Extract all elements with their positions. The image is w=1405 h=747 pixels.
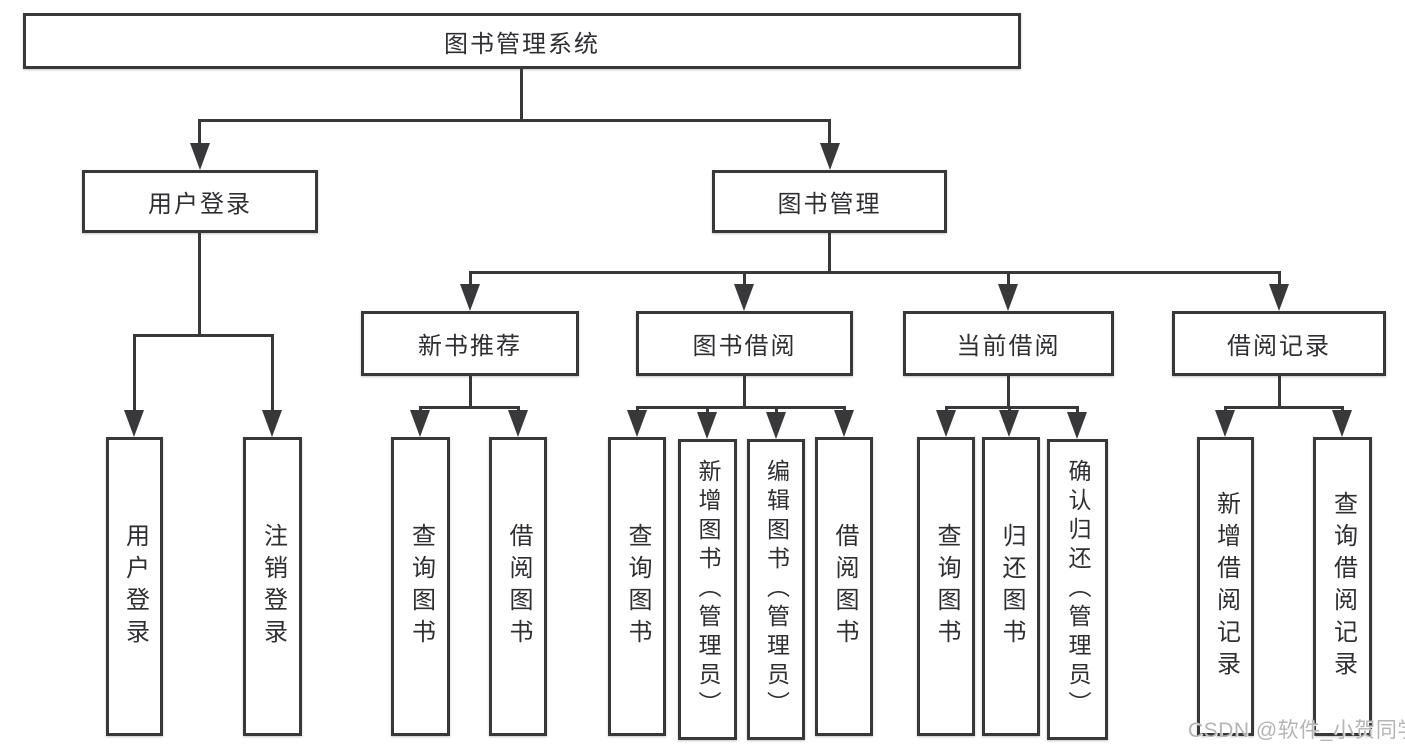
leaf-add-borrow-record-label: 新增借阅记录 [1212,490,1240,683]
node-user-login: 用户登录 [82,170,318,233]
arrowhead-leaf-add-borrow-record [1215,410,1235,437]
node-new-book-recommendation-label: 新书推荐 [418,333,522,360]
connector-current-drop [1007,376,1010,408]
arrowhead-leaf-query-books-current [936,410,956,437]
connector-stem [1076,406,1079,417]
arrowhead-leaf-logout [262,410,282,437]
leaf-edit-book-admin-label: 编辑图书（管理员） [763,459,790,720]
leaf-add-book-admin-label: 新增图书（管理员） [695,459,721,720]
leaf-query-books-current: 查询图书 [917,437,975,736]
connector-current-rail [945,406,1079,409]
connector-stem-book-management [828,119,831,147]
connector-root-drop [520,68,523,122]
node-book-management-label: 图书管理 [777,191,882,218]
connector-stem [775,406,778,417]
arrowhead-user-login [190,143,210,170]
node-borrowing-records-label: 借阅记录 [1227,333,1331,360]
leaf-confirm-return-admin: 确认归还（管理员） [1047,439,1108,740]
node-new-book-recommendation: 新书推荐 [361,311,579,376]
leaf-borrow-books-recommend-label: 借阅图书 [505,522,532,651]
arrowhead-leaf-user-login [124,410,144,437]
leaf-query-books-borrowing-label: 查询图书 [624,522,651,651]
leaf-query-borrow-record-label: 查询借阅记录 [1329,490,1357,683]
leaf-add-borrow-record: 新增借阅记录 [1197,437,1254,736]
arrowhead-leaf-query-books-recommend [410,410,430,437]
connector-stem-leaf-user-login [133,334,136,413]
leaf-query-books-current-label: 查询图书 [933,522,960,651]
connector-records-rail [1224,406,1344,409]
connector-recommendation-drop [469,376,472,408]
arrowhead-leaf-query-books-borrowing [627,410,647,437]
arrowhead-leaf-return-book [999,410,1019,437]
leaf-user-login-label: 用户登录 [121,522,149,651]
connector-user-login-rail [133,334,274,337]
arrowhead-new-book-recommendation [460,284,480,311]
leaf-user-login: 用户登录 [106,437,163,736]
arrowhead-leaf-query-borrow-record [1332,410,1352,437]
leaf-return-book-label: 归还图书 [998,522,1025,651]
connector-borrowing-drop [743,376,746,408]
node-borrowing-records: 借阅记录 [1172,311,1386,376]
arrowhead-current-borrowing [998,284,1018,311]
leaf-borrow-books-recommend: 借阅图书 [489,437,547,736]
node-book-management: 图书管理 [712,170,947,233]
arrowhead-leaf-borrow-books-borrowing [834,410,854,437]
watermark-text: CSDN @软件_小贺同学 [1188,719,1405,742]
arrowhead-book-management [820,143,840,170]
node-current-borrowing-label: 当前借阅 [956,333,1061,360]
connector-stem-book-borrowing [743,271,746,288]
connector-stem-leaf-logout [271,334,274,413]
connector-recommendation-rail [419,406,520,409]
arrowhead-leaf-add-book-admin [697,412,717,439]
arrowhead-leaf-edit-book-admin [766,412,786,439]
connector-root-rail [198,119,831,122]
leaf-confirm-return-admin-label: 确认归还（管理员） [1065,459,1091,720]
arrowhead-leaf-confirm-return-admin [1067,412,1087,439]
connector-stem-new-book-recommendation [469,271,472,288]
node-user-login-label: 用户登录 [148,191,252,218]
connector-stem-current-borrowing [1007,271,1010,288]
node-library-system-label: 图书管理系统 [444,30,600,58]
connector-book-management-drop [828,233,831,274]
connector-book-management-rail [469,271,1281,274]
connector-stem-user-login [198,119,201,147]
connector-records-drop [1278,376,1281,408]
arrowhead-book-borrowing [734,284,754,311]
leaf-return-book: 归还图书 [982,437,1040,736]
leaf-query-books-borrowing: 查询图书 [608,437,666,736]
arrowhead-borrowing-records [1269,284,1289,311]
connector-borrowing-rail [636,406,846,409]
leaf-query-books-recommend-label: 查询图书 [407,522,435,651]
node-current-borrowing: 当前借阅 [903,311,1114,376]
leaf-borrow-books-borrowing-label: 借阅图书 [831,522,858,651]
node-book-borrowing-label: 图书借阅 [692,333,797,360]
leaf-logout-label: 注销登录 [259,522,287,651]
leaf-borrow-books-borrowing: 借阅图书 [815,437,873,736]
leaf-query-books-recommend: 查询图书 [391,437,450,736]
node-book-borrowing: 图书借阅 [636,311,853,376]
arrowhead-leaf-borrow-books-recommend [508,410,528,437]
leaf-logout: 注销登录 [243,437,302,736]
leaf-edit-book-admin: 编辑图书（管理员） [747,439,805,740]
connector-user-login-drop [198,233,201,337]
connector-stem [706,406,709,417]
leaf-query-borrow-record: 查询借阅记录 [1313,437,1372,736]
connector-stem-borrowing-records [1278,271,1281,288]
leaf-add-book-admin: 新增图书（管理员） [678,439,737,740]
node-library-system: 图书管理系统 [23,13,1021,69]
